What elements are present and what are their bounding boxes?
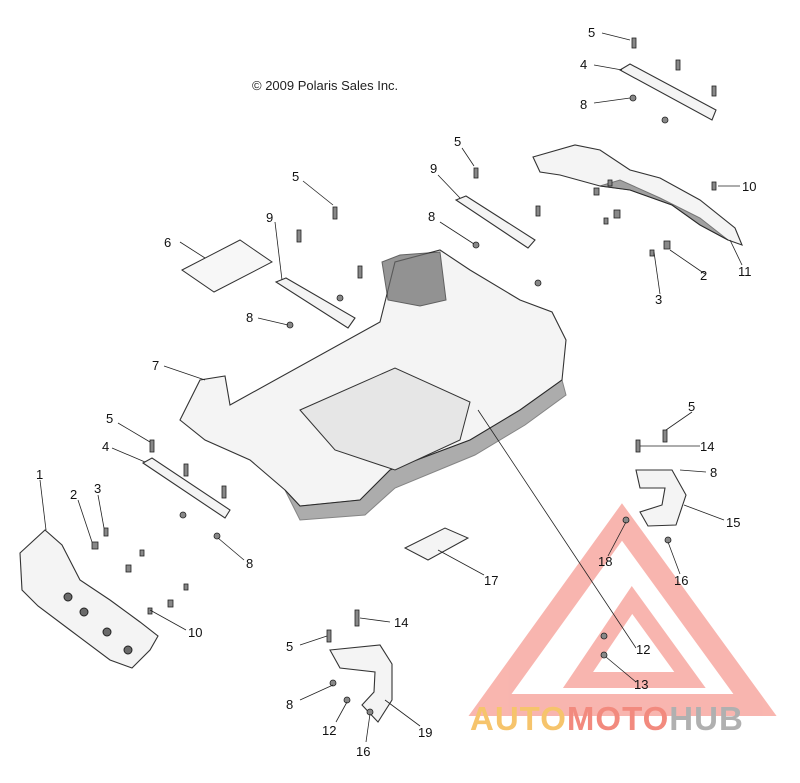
callout-7: 7 [152, 358, 159, 373]
callout-3: 3 [94, 481, 101, 496]
bumper-hole [102, 627, 112, 637]
callout-labels: 5 4 8 5 9 10 8 2 3 11 5 9 6 8 7 5 4 1 2 … [36, 25, 756, 759]
callout-14: 14 [700, 439, 714, 454]
callout-8: 8 [246, 556, 253, 571]
bumper-hole [79, 607, 89, 617]
leader-lines [39, 32, 743, 743]
callout-5: 5 [454, 134, 461, 149]
callout-16: 16 [356, 744, 370, 759]
callout-5: 5 [292, 169, 299, 184]
callout-1: 1 [36, 467, 43, 482]
callout-2: 2 [700, 268, 707, 283]
step-bracket-bottom [329, 644, 393, 723]
callout-12: 12 [322, 723, 336, 738]
callout-11: 11 [738, 264, 752, 279]
callout-5: 5 [106, 411, 113, 426]
step-bracket-right [635, 469, 687, 527]
watermark-part-hub: HUB [669, 700, 744, 737]
callout-4: 4 [102, 439, 109, 454]
callout-3: 3 [655, 292, 662, 307]
callout-9: 9 [266, 210, 273, 225]
callout-16: 16 [674, 573, 688, 588]
mount-plate-right [454, 195, 536, 249]
bumper-hole [63, 592, 73, 602]
callout-18: 18 [598, 554, 612, 569]
floor-pan-side [284, 379, 567, 521]
bracket-top [618, 63, 717, 121]
floor-pan-rear-wall [381, 251, 447, 307]
callout-10: 10 [188, 625, 202, 640]
mount-plate-left [274, 277, 356, 329]
callout-8: 8 [286, 697, 293, 712]
callout-17: 17 [484, 573, 498, 588]
callout-14: 14 [394, 615, 408, 630]
bumper-hole [123, 645, 133, 655]
callout-2: 2 [70, 487, 77, 502]
front-bumper-left [19, 529, 159, 669]
bracket-bottom [141, 457, 231, 519]
watermark-part-moto: MOTO [566, 700, 670, 737]
callout-4: 4 [580, 57, 587, 72]
decal-sheet [181, 239, 273, 293]
watermark-logo-icon [468, 503, 777, 716]
watermark-part-auto: AUTO [470, 700, 567, 737]
callout-13: 13 [634, 677, 648, 692]
callout-6: 6 [164, 235, 171, 250]
callout-15: 15 [726, 515, 740, 530]
callout-5: 5 [588, 25, 595, 40]
callout-5: 5 [286, 639, 293, 654]
floor-pan-well [299, 367, 471, 471]
callout-10: 10 [742, 179, 756, 194]
callout-9: 9 [430, 161, 437, 176]
callout-8: 8 [580, 97, 587, 112]
callout-8: 8 [428, 209, 435, 224]
rear-bumper-right-shadow [599, 179, 729, 241]
callout-19: 19 [418, 725, 432, 740]
callout-8: 8 [710, 465, 717, 480]
rear-bumper-right [532, 144, 743, 246]
callout-8: 8 [246, 310, 253, 325]
callout-12: 12 [636, 642, 650, 657]
copyright-text: © 2009 Polaris Sales Inc. [252, 78, 399, 93]
watermark-text: AUTOMOTOHUB [470, 700, 744, 738]
callout-5: 5 [688, 399, 695, 414]
access-panel [403, 527, 470, 561]
